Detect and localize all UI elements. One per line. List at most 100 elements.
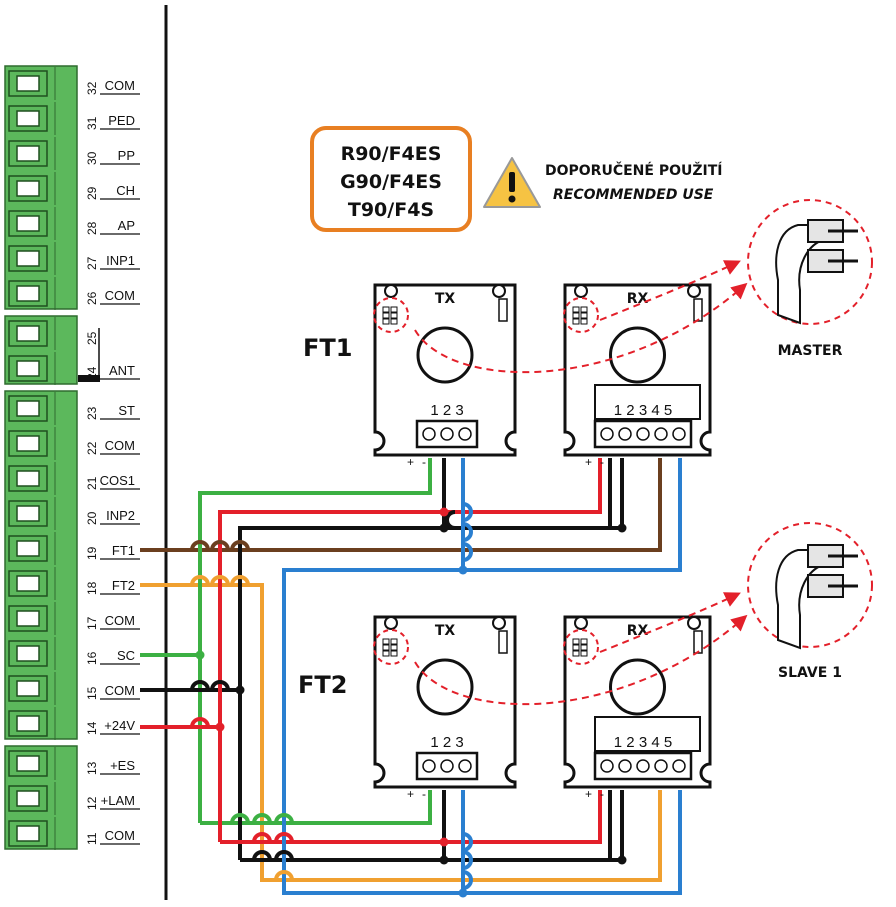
- slave-label: SLAVE 1: [778, 665, 842, 681]
- slave-connector-icon: [775, 544, 858, 650]
- terminal-14: 14 +24V: [8, 707, 140, 740]
- terminal-number: 32: [85, 81, 99, 95]
- wire-ft1-brown: [140, 458, 662, 552]
- rx-pin-numbers: 1 2 3 4 5: [614, 402, 672, 419]
- terminal-number: 20: [85, 511, 99, 525]
- tx-label: TX: [435, 623, 456, 639]
- terminal-15: 15 COM: [8, 672, 140, 705]
- rx-pin-numbers: 1 2 3 4 5: [614, 734, 672, 751]
- ft2-rx-module: RX1 2 3 4 5+-: [563, 615, 712, 801]
- tx-minus: -: [422, 455, 426, 469]
- terminal-number: 15: [85, 686, 99, 700]
- wire-red-ft2: [220, 790, 602, 844]
- ft1-label: FT1: [303, 334, 352, 362]
- terminal-number: 31: [85, 116, 99, 130]
- master-connector-icon: [775, 219, 858, 325]
- terminal-13: 13+ES: [8, 747, 140, 780]
- terminal-22: 22 COM: [8, 427, 140, 460]
- terminal-label: COM: [105, 438, 135, 453]
- photocell-modules: TX1 2 3+-RX1 2 3 4 5+-TX1 2 3+-RX1 2 3 4…: [373, 283, 712, 801]
- warning-text-en: RECOMMENDED USE: [553, 187, 714, 203]
- terminal-label: COM: [105, 78, 135, 93]
- tx-minus: -: [422, 787, 426, 801]
- ft1-rx-module: RX1 2 3 4 5+-: [563, 283, 712, 469]
- terminal-number: 25: [85, 331, 99, 345]
- terminal-label: COM: [105, 683, 135, 698]
- terminal-number: 11: [85, 832, 99, 845]
- terminal-label: COM: [105, 288, 135, 303]
- model-t90: T90/F4S: [348, 199, 434, 221]
- terminal-label: SC: [117, 648, 135, 663]
- master-label: MASTER: [778, 343, 843, 359]
- terminal-number: 21: [85, 476, 99, 490]
- warning-text-cz: DOPORUČENÉ POUŽITÍ: [545, 161, 722, 179]
- rx-plus: +: [585, 455, 592, 469]
- wire-group: [140, 458, 682, 898]
- wire-hops: [190, 502, 473, 890]
- terminal-label: ANT: [109, 363, 135, 378]
- tx-plus: +: [407, 455, 414, 469]
- terminal-label: INP1: [106, 253, 135, 268]
- terminal-label: +ES: [110, 758, 135, 773]
- rx-label: RX: [627, 623, 649, 639]
- wire-red-bus: [218, 458, 602, 842]
- terminal-label: COM: [105, 613, 135, 628]
- terminal-17: 17 COM: [8, 602, 140, 635]
- wire-junctions: [195, 507, 627, 898]
- model-g90: G90/F4ES: [340, 171, 442, 193]
- terminal-label: FT1: [112, 543, 135, 558]
- terminal-label: PED: [108, 113, 135, 128]
- terminal-number: 30: [85, 151, 99, 165]
- warning-group: DOPORUČENÉ POUŽITÍ RECOMMENDED USE: [483, 157, 722, 208]
- terminal-label: PP: [118, 148, 135, 163]
- terminal-number: 16: [85, 651, 99, 665]
- terminal-25: 25: [8, 317, 99, 350]
- terminal-31: 31 PED: [8, 102, 140, 135]
- terminal-label: FT2: [112, 578, 135, 593]
- terminal-number: 12: [85, 796, 99, 810]
- terminal-18: 18 FT2: [8, 567, 140, 600]
- dashed-arrows: [414, 260, 748, 706]
- terminal-label: AP: [118, 218, 135, 233]
- terminal-number: 27: [85, 256, 99, 270]
- terminal-number: 19: [85, 546, 99, 560]
- slave-module: SLAVE 1: [747, 522, 873, 681]
- ft2-tx-module: TX 1 2 3 +-: [373, 615, 517, 801]
- terminal-30: 30 PP: [8, 137, 140, 170]
- terminal-label: COM: [105, 828, 135, 843]
- terminal-19: 19 FT1: [8, 532, 140, 565]
- rx-minus: -: [600, 787, 604, 801]
- terminal-number: 28: [85, 221, 99, 235]
- tx-label: TX: [435, 291, 456, 307]
- terminal-number: 14: [85, 721, 99, 735]
- terminal-16: 16 SC: [8, 637, 140, 670]
- terminal-label: +24V: [104, 718, 135, 733]
- terminal-27: 27 INP1: [8, 242, 140, 275]
- tx-plus: +: [407, 787, 414, 801]
- warning-icon: [483, 157, 541, 208]
- wire-blue-ft1: [282, 458, 682, 895]
- antenna-marker: [78, 375, 100, 382]
- terminal-label: +LAM: [101, 793, 135, 808]
- terminal-label: INP2: [106, 508, 135, 523]
- terminal-number: 22: [85, 441, 99, 455]
- master-module: MASTER: [747, 199, 873, 359]
- terminal-number: 17: [85, 616, 99, 630]
- terminal-label: COS1: [100, 473, 135, 488]
- ft1-tx-module: TX 1 2 3 +-: [373, 283, 517, 469]
- tx-pin-numbers: 1 2 3: [430, 734, 463, 751]
- rx-label: RX: [627, 291, 649, 307]
- ft2-label: FT2: [298, 671, 347, 699]
- model-r90: R90/F4ES: [341, 143, 442, 165]
- terminal-number: 26: [85, 291, 99, 305]
- terminal-26: 26 COM: [8, 277, 140, 310]
- terminal-number: 18: [85, 581, 99, 595]
- recommended-models-box: R90/F4ES G90/F4ES T90/F4S: [310, 126, 472, 232]
- tx-pin-numbers: 1 2 3: [430, 402, 463, 419]
- terminal-label: CH: [116, 183, 135, 198]
